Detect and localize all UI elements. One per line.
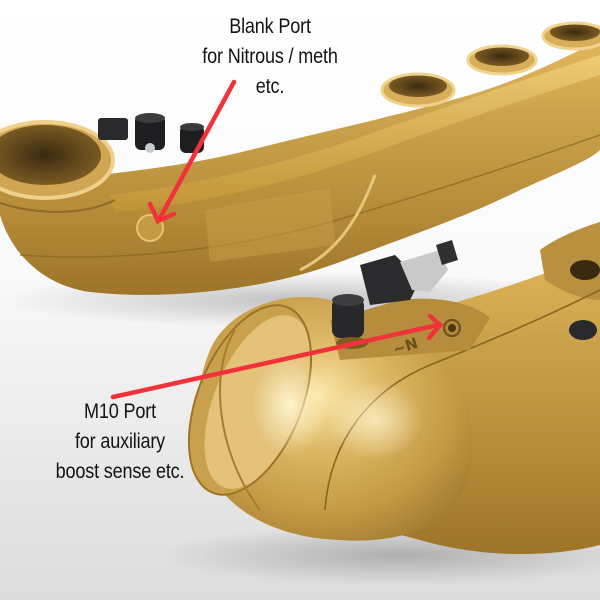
caption-blank-port: Blank Port for Nitrous / meth etc. bbox=[175, 12, 364, 102]
caption-line: M10 Port bbox=[84, 400, 156, 423]
caption-line: boost sense etc. bbox=[55, 460, 185, 483]
arrow-m10-port bbox=[110, 313, 444, 400]
caption-line: etc. bbox=[255, 75, 285, 98]
arrow-blank-port bbox=[147, 79, 237, 224]
caption-line: for Nitrous / meth bbox=[202, 45, 338, 68]
upper-manifold bbox=[0, 21, 600, 295]
caption-m10-port: M10 Port for auxiliary boost sense etc. bbox=[34, 397, 206, 487]
caption-line: Blank Port bbox=[229, 15, 311, 38]
caption-line: for auxiliary bbox=[74, 430, 166, 453]
lower-manifold: ~N bbox=[187, 222, 600, 555]
